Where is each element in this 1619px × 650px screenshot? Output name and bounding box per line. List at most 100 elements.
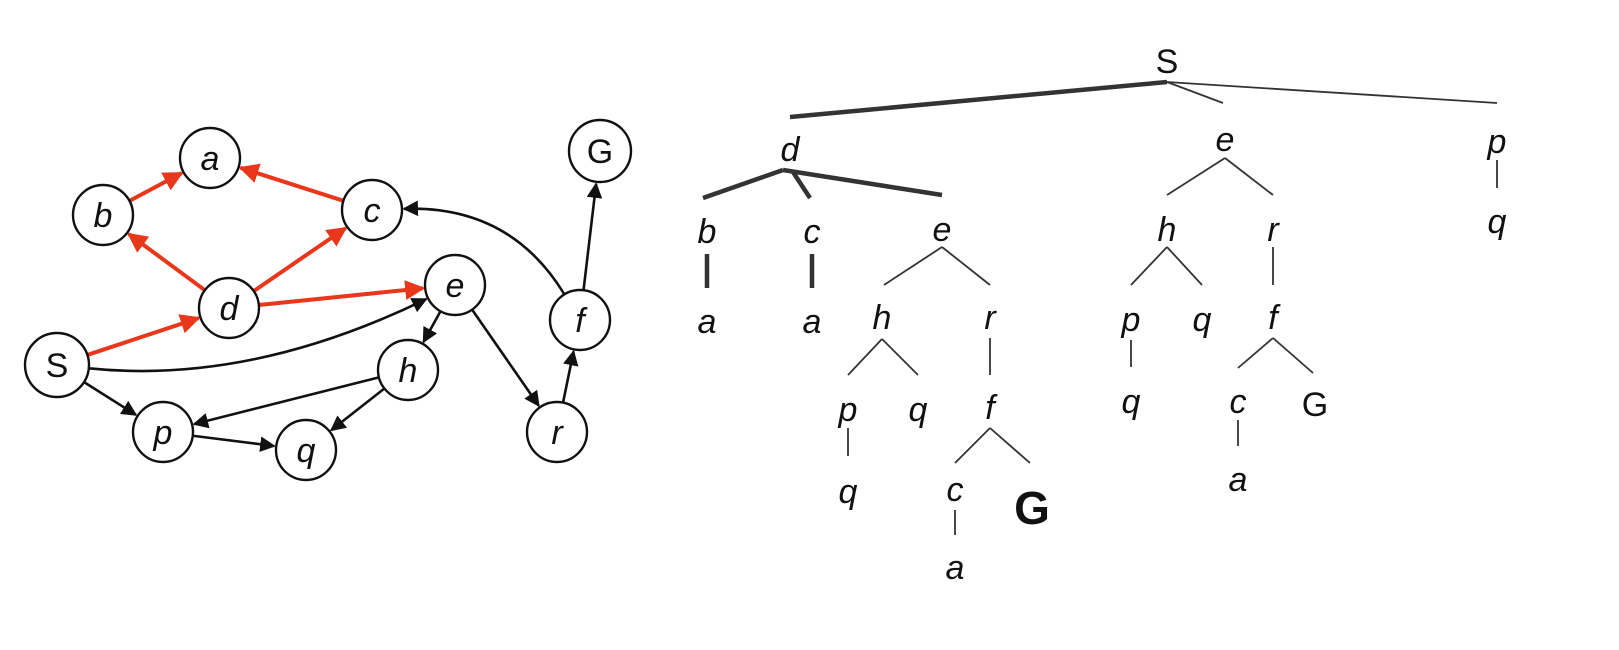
graph-node-circle [197, 276, 261, 340]
graph-edge-S-e [88, 297, 428, 373]
graph-node-label: e [446, 267, 465, 305]
graph-node-label: G [587, 133, 613, 171]
tree-node-q: q [839, 473, 858, 511]
graph-node-label: q [297, 432, 316, 470]
tree-node-c: c [1230, 383, 1247, 421]
tree-link-1-0 [1166, 157, 1226, 196]
graph-node-circle [274, 418, 338, 482]
tree-node-b: b [698, 213, 717, 251]
graph-edge-d-e [258, 280, 426, 307]
graph-node-circle [525, 400, 589, 464]
tree-link-0-1 [791, 170, 812, 200]
tree-node-S: S [1156, 43, 1179, 81]
graph-edge-e-h [422, 310, 442, 344]
tree-node-a: a [698, 303, 717, 341]
tree-node-e: e [933, 211, 952, 249]
tree-link-0-2-0-0 [847, 338, 883, 376]
graph-node-S: S [23, 331, 91, 399]
graph-edge-r-f [561, 349, 579, 403]
tree-node-f: f [985, 389, 998, 427]
graph-edge-b-a [128, 171, 184, 203]
tree-node-p: p [838, 391, 858, 429]
tree-link-1 [1166, 81, 1224, 104]
tree-node-h: h [1158, 211, 1177, 249]
tree-link-1-0-0 [1130, 246, 1168, 286]
graph-edge-p-q [192, 434, 276, 452]
graph-node-G: G [567, 118, 633, 184]
tree-goal-node: G [1014, 482, 1050, 534]
tree-node-e: e [1216, 121, 1235, 159]
graph-node-r: r [525, 400, 589, 464]
tree-link-0-2-0-1 [881, 338, 919, 376]
tree-node-r: r [984, 299, 997, 337]
tree-node-q: q [1122, 383, 1141, 421]
state-graph-edges [83, 163, 603, 452]
graph-node-label: d [220, 290, 240, 328]
graph-node-circle [178, 126, 242, 190]
graph-node-circle [567, 118, 633, 184]
tree-link-0-2-0 [883, 246, 943, 286]
tree-node-a: a [803, 303, 822, 341]
tree-node-c: c [947, 471, 964, 509]
tree-link-0-0 [702, 167, 784, 201]
graph-edge-S-d [86, 314, 201, 357]
tree-link-2 [1166, 81, 1498, 104]
graph-node-p: p [131, 400, 195, 464]
tree-node-a: a [1229, 461, 1248, 499]
tree-node-q: q [909, 391, 928, 429]
graph-node-circle [131, 400, 195, 464]
tree-node-G: G [1302, 386, 1328, 424]
graph-edge-d-c [252, 226, 348, 293]
tree-node-q: q [1488, 203, 1507, 241]
graph-edge-c-a [238, 163, 345, 203]
graph-edge-h-p [192, 376, 380, 429]
tree-node-c: c [804, 213, 821, 251]
tree-link-0-2 [782, 167, 943, 198]
state-graph-nodes: Sa b c d e f Gh p q r [23, 118, 633, 482]
tree-node-d: d [781, 131, 801, 169]
graph-node-label: h [399, 352, 418, 390]
graph-node-label: c [364, 192, 381, 230]
graph-node-circle [548, 288, 612, 352]
tree-link-0-2-1-0-0 [954, 427, 991, 464]
graph-node-h: h [376, 338, 440, 402]
tree-node-f: f [1268, 299, 1281, 337]
graph-node-label: b [94, 197, 113, 235]
graph-node-q: q [274, 418, 338, 482]
tree-link-0 [789, 79, 1168, 120]
graph-node-d: d [197, 276, 261, 340]
tree-node-a: a [946, 549, 965, 587]
graph-edge-h-q [329, 387, 386, 432]
graph-node-circle [23, 331, 91, 399]
tree-link-1-1 [1224, 157, 1274, 196]
graph-edge-d-b [127, 232, 207, 292]
graph-edge-S-p [83, 380, 138, 417]
graph-node-f: f [548, 288, 612, 352]
graph-edge-e-r [471, 308, 540, 407]
graph-node-b: b [71, 183, 135, 247]
graph-edge-f-c [402, 200, 566, 296]
tree-link-0-2-1-0-1 [989, 427, 1031, 464]
graph-node-label: r [551, 414, 564, 452]
graph-node-a: a [178, 126, 242, 190]
graph-edge-f-G [582, 182, 603, 291]
search-tree-links [702, 79, 1498, 535]
graph-node-circle [340, 178, 404, 242]
tree-link-1-1-0-0 [1237, 337, 1274, 369]
graph-node-circle [71, 183, 135, 247]
graph-node-circle [376, 338, 440, 402]
graph-node-label: S [46, 347, 69, 385]
tree-node-q: q [1193, 301, 1212, 339]
tree-node-r: r [1267, 211, 1280, 249]
graph-node-circle [423, 253, 487, 317]
tree-node-h: h [873, 299, 892, 337]
graph-node-c: c [340, 178, 404, 242]
tree-link-0-2-1 [941, 246, 991, 286]
graph-node-label: p [153, 414, 173, 452]
graph-node-e: e [423, 253, 487, 317]
tree-node-p: p [1487, 123, 1507, 161]
graph-node-label: a [201, 140, 220, 178]
tree-link-1-0-1 [1166, 246, 1203, 286]
